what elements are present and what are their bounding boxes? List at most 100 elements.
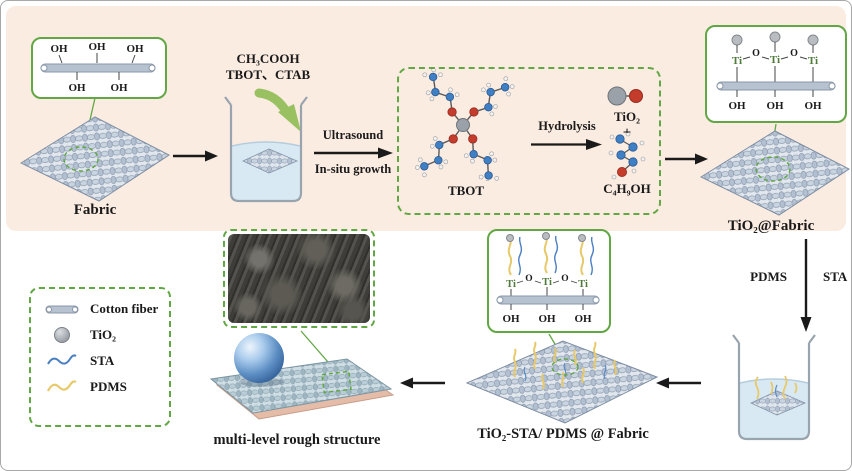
arrow-right-icon bbox=[531, 138, 602, 150]
legend-label: TiO₂ bbox=[90, 327, 117, 343]
tbot-label: TBOT bbox=[447, 183, 485, 198]
oh-label: OH bbox=[126, 43, 144, 55]
sta-strand bbox=[590, 236, 595, 276]
o-label: O bbox=[752, 48, 760, 59]
oxygen-atom bbox=[616, 167, 627, 178]
sta-strand bbox=[518, 236, 523, 276]
tio2-particle bbox=[506, 234, 514, 242]
legend-label: STA bbox=[90, 353, 115, 369]
oh-label: OH bbox=[538, 313, 556, 325]
cotton-fiber-icon bbox=[43, 301, 81, 317]
cotton-fiber-bar bbox=[40, 63, 156, 73]
oh-label: OH bbox=[728, 100, 746, 112]
tio2-particle bbox=[731, 34, 743, 46]
cotton-fiber-bar bbox=[716, 81, 836, 91]
tio2-particle bbox=[578, 234, 586, 242]
fiber-oh-inset: OH OH OH OH OH bbox=[31, 37, 167, 99]
tio2-fiber-diagram: Ti Ti Ti O O OH OH OH bbox=[716, 31, 836, 112]
cotton-fiber-bar bbox=[496, 295, 600, 305]
pdms-strand bbox=[770, 381, 774, 395]
zoom-region-circle bbox=[551, 358, 579, 376]
fiber-oh-diagram: OH OH OH OH OH bbox=[40, 41, 156, 94]
pdms-label: PDMS bbox=[750, 269, 787, 284]
zoom-region-circle bbox=[63, 146, 99, 172]
pdms-strand bbox=[754, 376, 760, 400]
legend-item-sta: STA bbox=[43, 353, 159, 369]
reaction-scheme-box: TBOT Hydrolysis TiO₂ + bbox=[397, 67, 661, 215]
rough-structure-illustration bbox=[209, 333, 395, 420]
tio2-icon bbox=[43, 326, 81, 344]
pdms-icon bbox=[43, 379, 81, 395]
fabric-in-beaker bbox=[750, 390, 807, 416]
oh-label: OH bbox=[502, 313, 520, 325]
reagents-text: CH₃COOH TBOT、CTAB bbox=[209, 51, 327, 84]
arrow-right-icon bbox=[665, 153, 708, 165]
sta-label: STA bbox=[823, 269, 848, 284]
legend-label: Cotton fiber bbox=[90, 301, 159, 316]
pdms-strand bbox=[543, 235, 549, 274]
oh-label: OH bbox=[574, 313, 592, 325]
o-label: O bbox=[561, 274, 568, 284]
legend-box: Cotton fiber TiO₂ S bbox=[29, 287, 171, 427]
stage4-label: multi-level rough structure bbox=[213, 432, 381, 448]
butanol-molecule bbox=[608, 133, 646, 180]
o-label: O bbox=[525, 274, 532, 284]
titanium-atom bbox=[607, 86, 627, 106]
oh-label: OH bbox=[766, 100, 784, 112]
insitu-growth-label: In-situ growth bbox=[314, 161, 392, 176]
ti-label: Ti bbox=[542, 277, 552, 288]
oh-label: OH bbox=[88, 41, 106, 53]
reagent-line1: CH₃COOH bbox=[236, 51, 300, 66]
oh-label: OH bbox=[110, 82, 128, 94]
tio2-fiber-inset: Ti Ti Ti O O OH OH OH bbox=[705, 25, 847, 123]
oh-label: OH bbox=[68, 82, 86, 94]
legend-item-tio2: TiO₂ bbox=[43, 326, 159, 344]
tio2-particle bbox=[542, 232, 550, 240]
reagent-line2: TBOT、CTAB bbox=[225, 67, 311, 83]
pdms-strand bbox=[782, 375, 788, 400]
ti-label: Ti bbox=[506, 279, 516, 290]
hydrolysis-label: Hydrolysis bbox=[538, 119, 596, 133]
ultrasound-label: Ultrasound bbox=[322, 128, 384, 142]
stage1-label: Fabric bbox=[73, 202, 117, 218]
beaker-reaction bbox=[224, 96, 308, 203]
tio2-molecule bbox=[607, 86, 643, 106]
sta-pdms-inset: Ti Ti Ti O O OH OH OH bbox=[487, 229, 611, 333]
fabric-illustration bbox=[19, 116, 170, 202]
sem-image bbox=[228, 234, 370, 323]
oh-label: OH bbox=[804, 100, 822, 112]
fabric-in-beaker bbox=[242, 148, 299, 174]
titanium-atom bbox=[456, 118, 470, 132]
sem-inset bbox=[223, 229, 375, 328]
legend-item-cotton-fiber: Cotton fiber bbox=[43, 301, 159, 317]
tbot-molecule bbox=[411, 69, 519, 181]
ultrasound-arrow-group: Ultrasound In-situ growth bbox=[310, 128, 396, 177]
tio2-particle bbox=[807, 34, 819, 46]
ti-label: Ti bbox=[732, 55, 742, 67]
arrow-right-icon bbox=[173, 150, 218, 162]
ti-label: Ti bbox=[808, 55, 818, 67]
oxygen-atom bbox=[629, 89, 643, 103]
green-pour-arrow-icon bbox=[254, 88, 301, 132]
sta-pdms-diagram: Ti Ti Ti O O OH OH OH bbox=[496, 232, 600, 325]
hydrolysis-arrow-group: Hydrolysis bbox=[525, 119, 609, 151]
arrow-right-icon bbox=[314, 147, 393, 159]
o-label: O bbox=[790, 48, 798, 59]
tio2-fabric-illustration bbox=[699, 130, 850, 216]
pdms-strand bbox=[507, 236, 513, 276]
sta-strand bbox=[774, 384, 778, 398]
pdms-strand bbox=[794, 382, 798, 394]
oh-label: OH bbox=[50, 43, 68, 55]
zoom-region-circle bbox=[755, 156, 791, 182]
stage2-label: TiO₂@Fabric bbox=[727, 218, 815, 234]
tio2-particle bbox=[769, 31, 781, 43]
ti-label: Ti bbox=[770, 54, 780, 66]
legend-label: PDMS bbox=[90, 378, 127, 394]
beaker-coating bbox=[732, 334, 816, 441]
arrow-down-icon bbox=[800, 239, 812, 332]
ti-label: Ti bbox=[578, 279, 588, 290]
stage3-label: TiO₂-STA/ PDMS @ Fabric bbox=[477, 426, 649, 442]
legend-item-pdms: PDMS bbox=[43, 379, 159, 395]
sta-strand bbox=[554, 235, 559, 274]
